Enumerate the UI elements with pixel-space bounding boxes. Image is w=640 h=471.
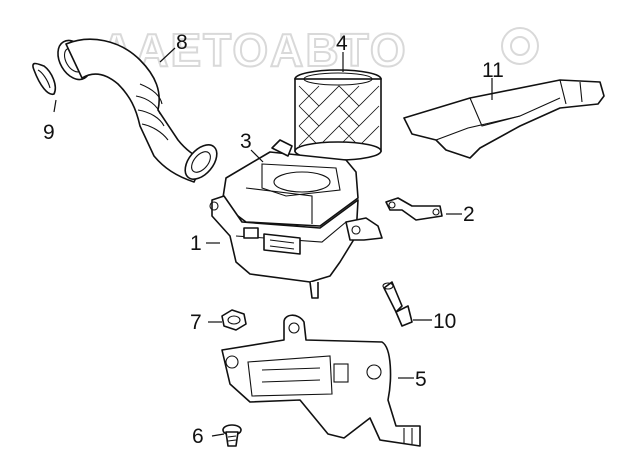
part-7-nut <box>221 309 247 331</box>
watermark-camera-icon <box>501 27 539 65</box>
callout-4: 4 <box>336 32 348 55</box>
callout-1: 1 <box>190 232 202 255</box>
watermark: AAETOABTO <box>100 24 408 76</box>
callout-2: 2 <box>463 203 475 226</box>
part-8-intake-hose <box>57 38 218 183</box>
part-1-air-cleaner-housing <box>209 195 383 299</box>
callout-10: 10 <box>433 310 456 333</box>
callout-8: 8 <box>176 31 188 54</box>
part-2-bracket <box>385 197 443 221</box>
callout-11: 11 <box>482 59 504 82</box>
part-4-air-filter-element <box>294 69 382 161</box>
part-11-air-duct <box>403 79 605 159</box>
part-6-screw <box>222 424 242 447</box>
callout-6: 6 <box>192 425 204 448</box>
leader-lines <box>53 47 493 437</box>
callout-7: 7 <box>190 311 202 334</box>
part-9-hose-clamp <box>32 62 57 95</box>
part-10-sensor <box>382 281 413 327</box>
callout-3: 3 <box>240 130 252 153</box>
callout-9: 9 <box>43 121 55 144</box>
callout-5: 5 <box>415 368 427 391</box>
part-5-mounting-bracket <box>221 314 421 447</box>
